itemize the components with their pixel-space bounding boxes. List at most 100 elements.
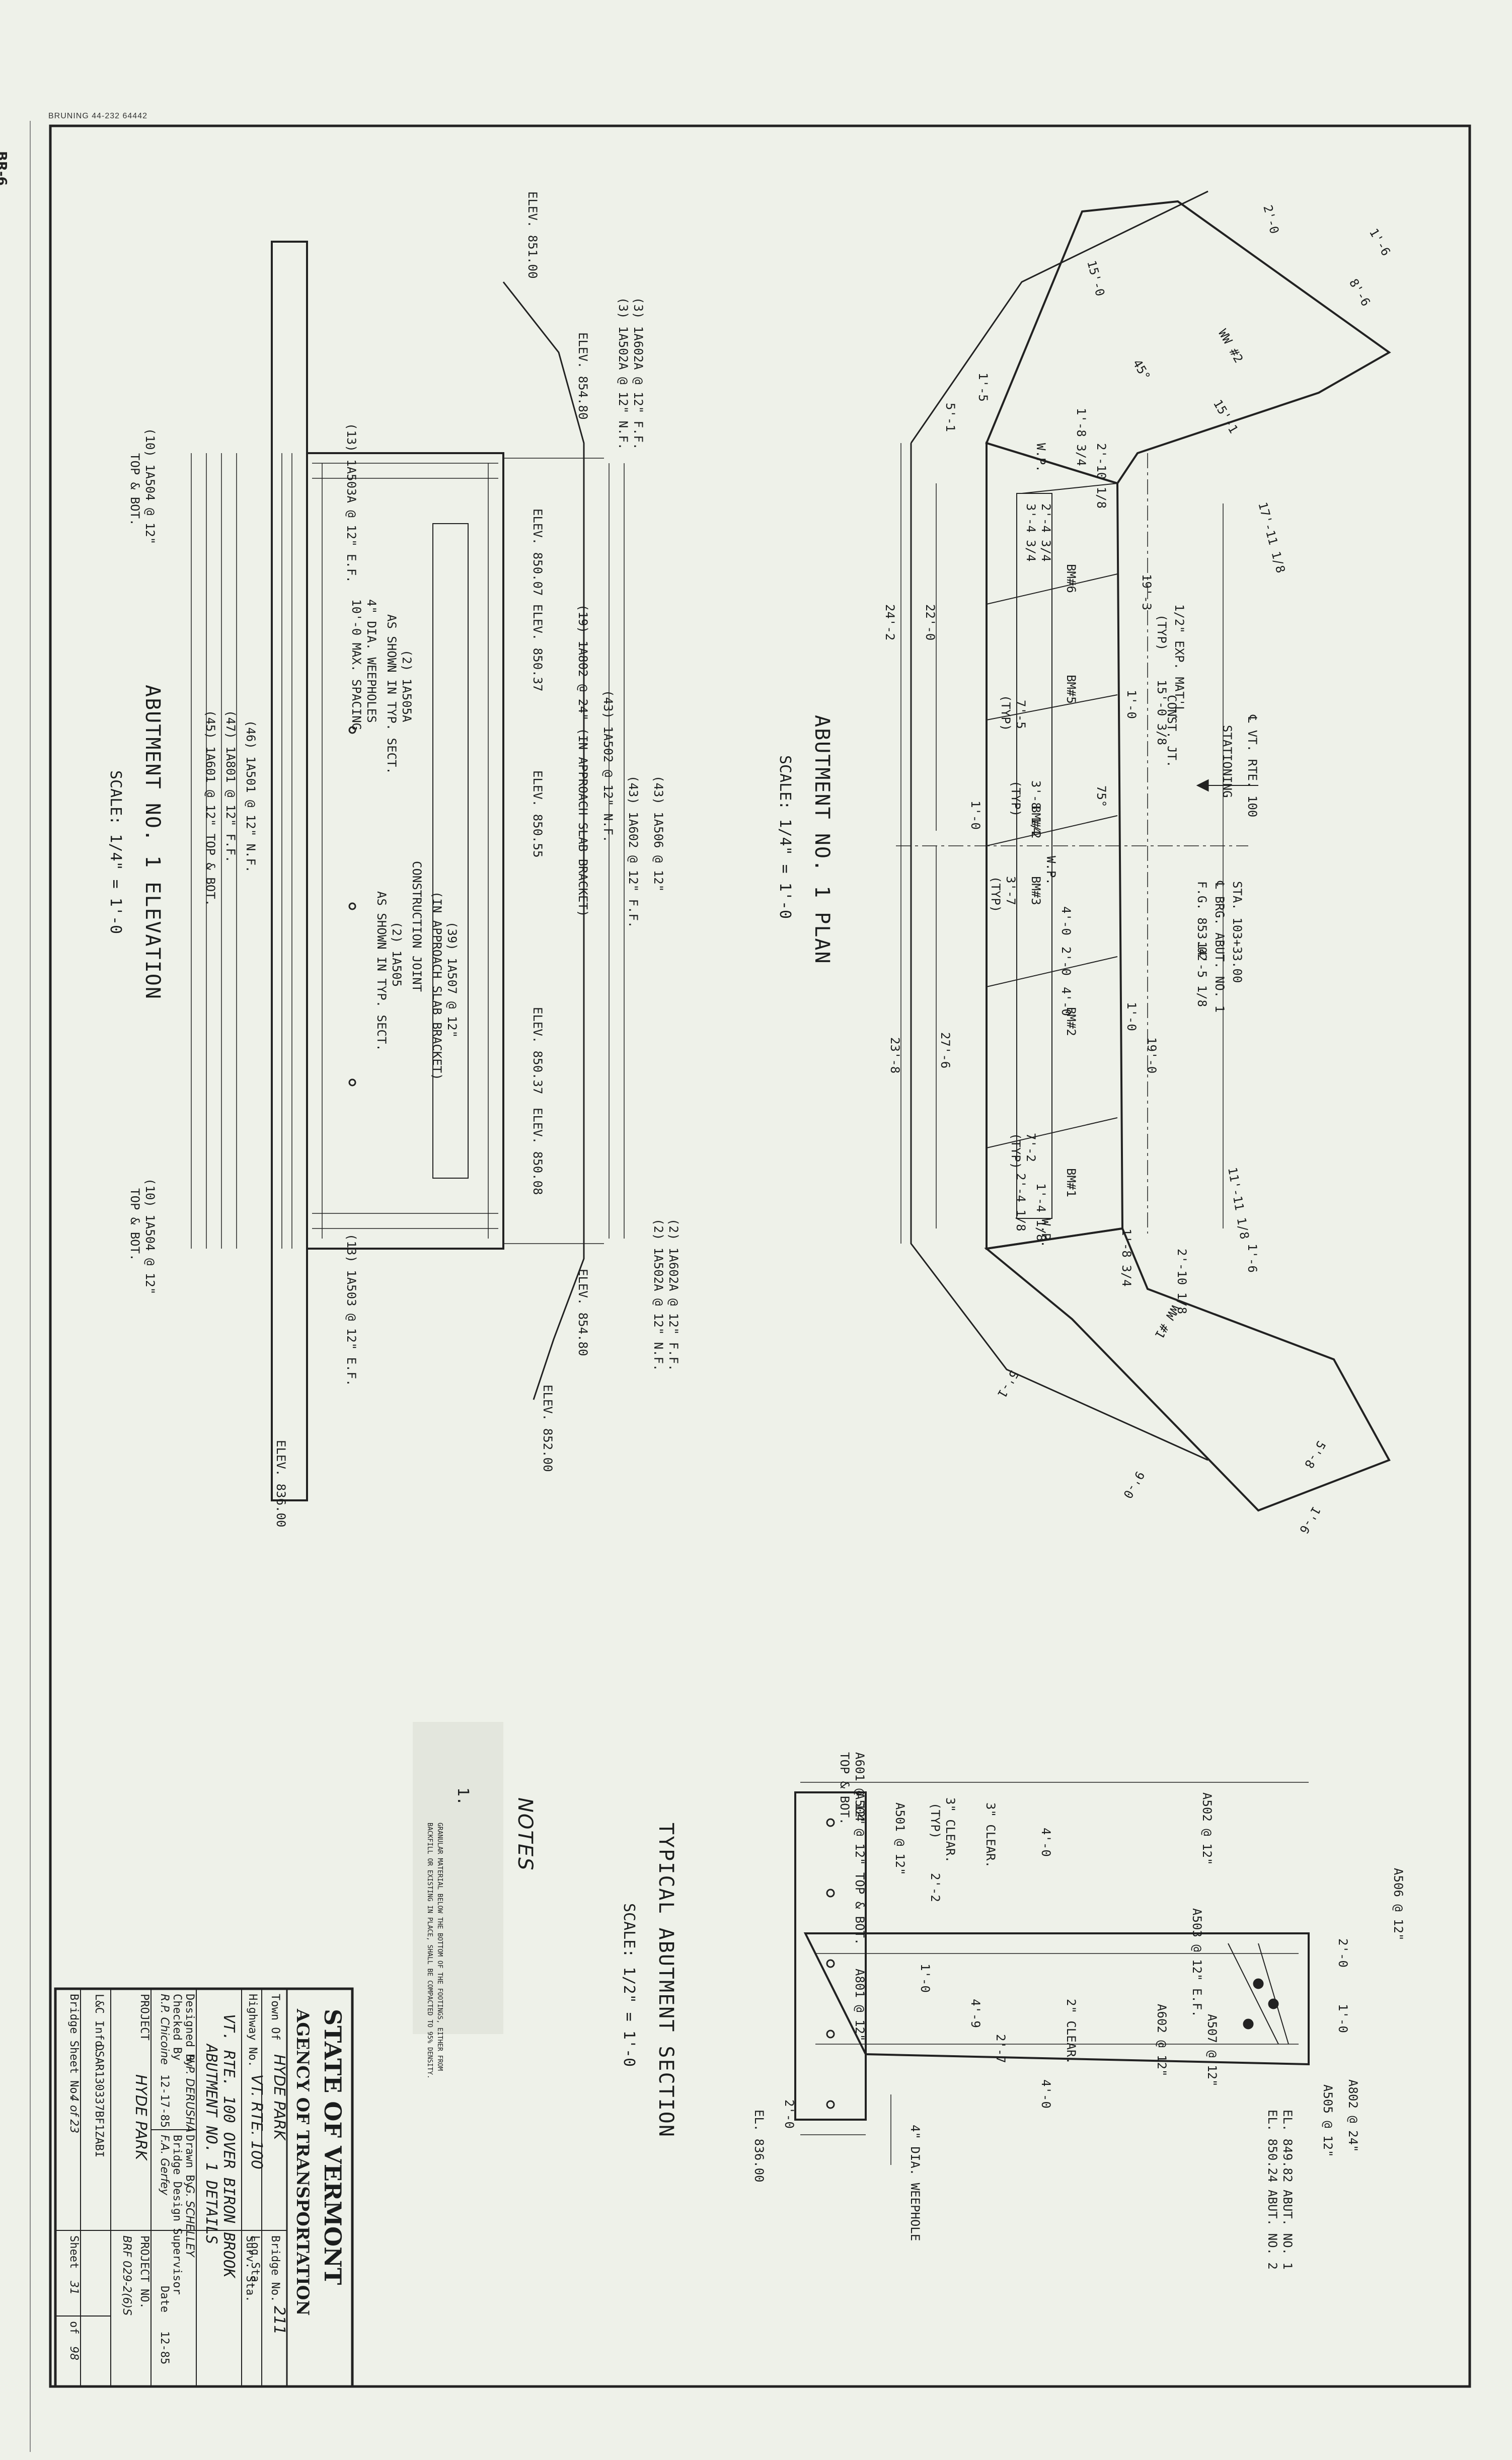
label: STA. 103+33.00 [1230,881,1244,983]
label: 4" DIA. WEEPHOLE [908,2125,922,2241]
wingwall-2 [985,200,1391,485]
notes-title: NOTES [513,1797,537,1871]
label: 1/2" EXP. MAT'L. [1172,604,1186,720]
weephole [348,902,356,910]
rebar-dot [1253,1978,1264,1989]
label: 1'-6 [1297,1504,1323,1536]
label: ℄ VT. RTE. 100 [1245,714,1259,817]
label: (45) 1A601 @ 12" TOP & BOT. [203,710,217,906]
label: EL. 836.00 [752,2110,766,2183]
wingwall-profile [502,281,585,1400]
label: 1'-6 [1367,226,1393,258]
label: 2'-0 [1260,203,1281,235]
label: ℄ BRG. ABUT. NO. 1 [1213,881,1227,1012]
label: 15'-0 3/8 [1155,680,1169,745]
bruning-stamp: BRUNING 44-232 64442 [48,112,147,120]
rebar-dot [826,1818,835,1827]
label: W.P. [1034,443,1048,472]
rebar-dot [826,2030,835,2039]
tb-supervisor: F.A. Gerfey [158,2135,171,2196]
tb-log-sta-label: Log Sta. [249,2235,261,2289]
label: 14'-5 1/8 [1195,942,1209,1007]
abutment-plan [896,190,1391,1512]
rebar-line [1228,1943,1279,2045]
rebar-dot [826,1889,835,1898]
typical-section [794,1782,1310,2165]
section-labels: A506 @ 12" A502 @ 12" A503 @ 12" E.F. 2'… [620,1752,1405,2270]
approach-bracket [1016,493,1052,1219]
label: 23'-8 [888,1037,902,1073]
label: (TYP) [989,876,1003,912]
rebar-dot [826,1959,835,1968]
tb-date1: 12-17-85 [158,2074,171,2128]
label: 2'-4 1/8 [1014,1173,1028,1232]
label: 1'-5 [976,373,990,402]
label: (2) 1A602A @ 12" F.F. [666,1218,681,1371]
label: 4'-0 [1039,1828,1053,1857]
label: ELEV. 851.00 [525,191,540,278]
plan-title: ABUTMENT NO. 1 PLAN [810,715,834,965]
label: (2) 1A505 [390,921,404,987]
label: 1'-0 [1336,2004,1350,2033]
label: BM#2 [1064,1007,1078,1036]
label: A507 @ 12" [1205,2014,1219,2087]
tb-bridge-sheet-label: Bridge Sheet No. [67,1994,80,2101]
label: ELEV. 850.07 [531,509,545,596]
section-scale: SCALE: 1/2" = 1'-0 [620,1903,638,2067]
label: (TYP) [999,695,1013,731]
elevation-title: ABUTMENT NO. 1 ELEVATION [141,685,164,1000]
label: EL. 849.82 ABUT. NO. 1 [1280,2110,1295,2270]
label: 2'-7 [994,2034,1008,2063]
label: 19'-0 [1145,1037,1159,1073]
label: STATIONING [1220,725,1234,798]
label: 7'-2 [1024,1133,1038,1162]
label: WW #2 [1216,327,1246,366]
label: (43) 1A602 @ 12" F.F. [626,775,640,928]
tb-highway: VT. RTE. 100 [248,2074,265,2169]
tb-bridge-no-label: Bridge No. [269,2235,281,2302]
note-line: BACKFILL OR EXISTING IN PLACE, SHALL BE … [426,1823,433,2079]
label: (46) 1A501 @ 12" N.F. [244,720,258,873]
title-block [54,1987,354,2388]
rebar-dot [826,2100,835,2109]
title-block-border [54,1987,354,2388]
label: 1'-6 [1245,1244,1259,1273]
label: 3" CLEAR. [984,1802,998,1868]
label: (2) 1A505A [400,649,414,722]
title-block-text: STATE OF VERMONT AGENCY OF TRANSPORTATIO… [67,1994,346,2364]
label: BM#4 [1029,806,1043,835]
label: CONST. JT. [1165,695,1179,768]
tb-designed: H.P. DERUSHA [183,2054,196,2133]
label: 5'-1 [943,403,957,432]
label: (TYP) [928,1802,942,1839]
stem-section [803,1932,1310,2066]
label: 1'-0 [1124,690,1139,719]
tb-date2: 12-85 [158,2331,171,2364]
label: 24'-2 [883,604,897,640]
label: 10'-0 MAX. SPACING [349,599,363,730]
label: 2'-0 [1336,1938,1350,1968]
label: A602 @ 12" [1155,2004,1169,2077]
note-number: 1. [454,1787,472,1805]
label: ELEV. 850.37 [531,1007,545,1094]
elevation-labels: ELEV. 851.00 (3) 1A602A @ 12" F.F. (3) 1… [107,191,681,1527]
label: A501 @ 12" [893,1802,907,1875]
label: 1'-0 [918,1964,932,1993]
label: BM#5 [1064,675,1078,704]
label: (2) 1A502A @ 12" N.F. [651,1218,665,1371]
tb-drawn: G. SCHELLEY [183,2185,196,2258]
label: (TYP) [1155,614,1169,650]
tb-lc-label: L&C Info. [93,1994,105,2054]
tb-agency: AGENCY OF TRANSPORTATION [292,2008,313,2316]
label: 1'-8 3/4 [1119,1228,1133,1287]
skew-line [986,956,1118,987]
label: A802 @ 24" [1346,2079,1360,2152]
weephole [348,1078,356,1087]
tb-project-no: BRF 029-2(6)S [120,2235,133,2316]
label: 7'-5 [1014,700,1028,729]
label: ELEV. 850.37 [531,604,545,691]
tb-project-no-label: PROJECT NO. [138,2235,150,2309]
tb-drawn-label: Drawn By [183,2135,196,2188]
